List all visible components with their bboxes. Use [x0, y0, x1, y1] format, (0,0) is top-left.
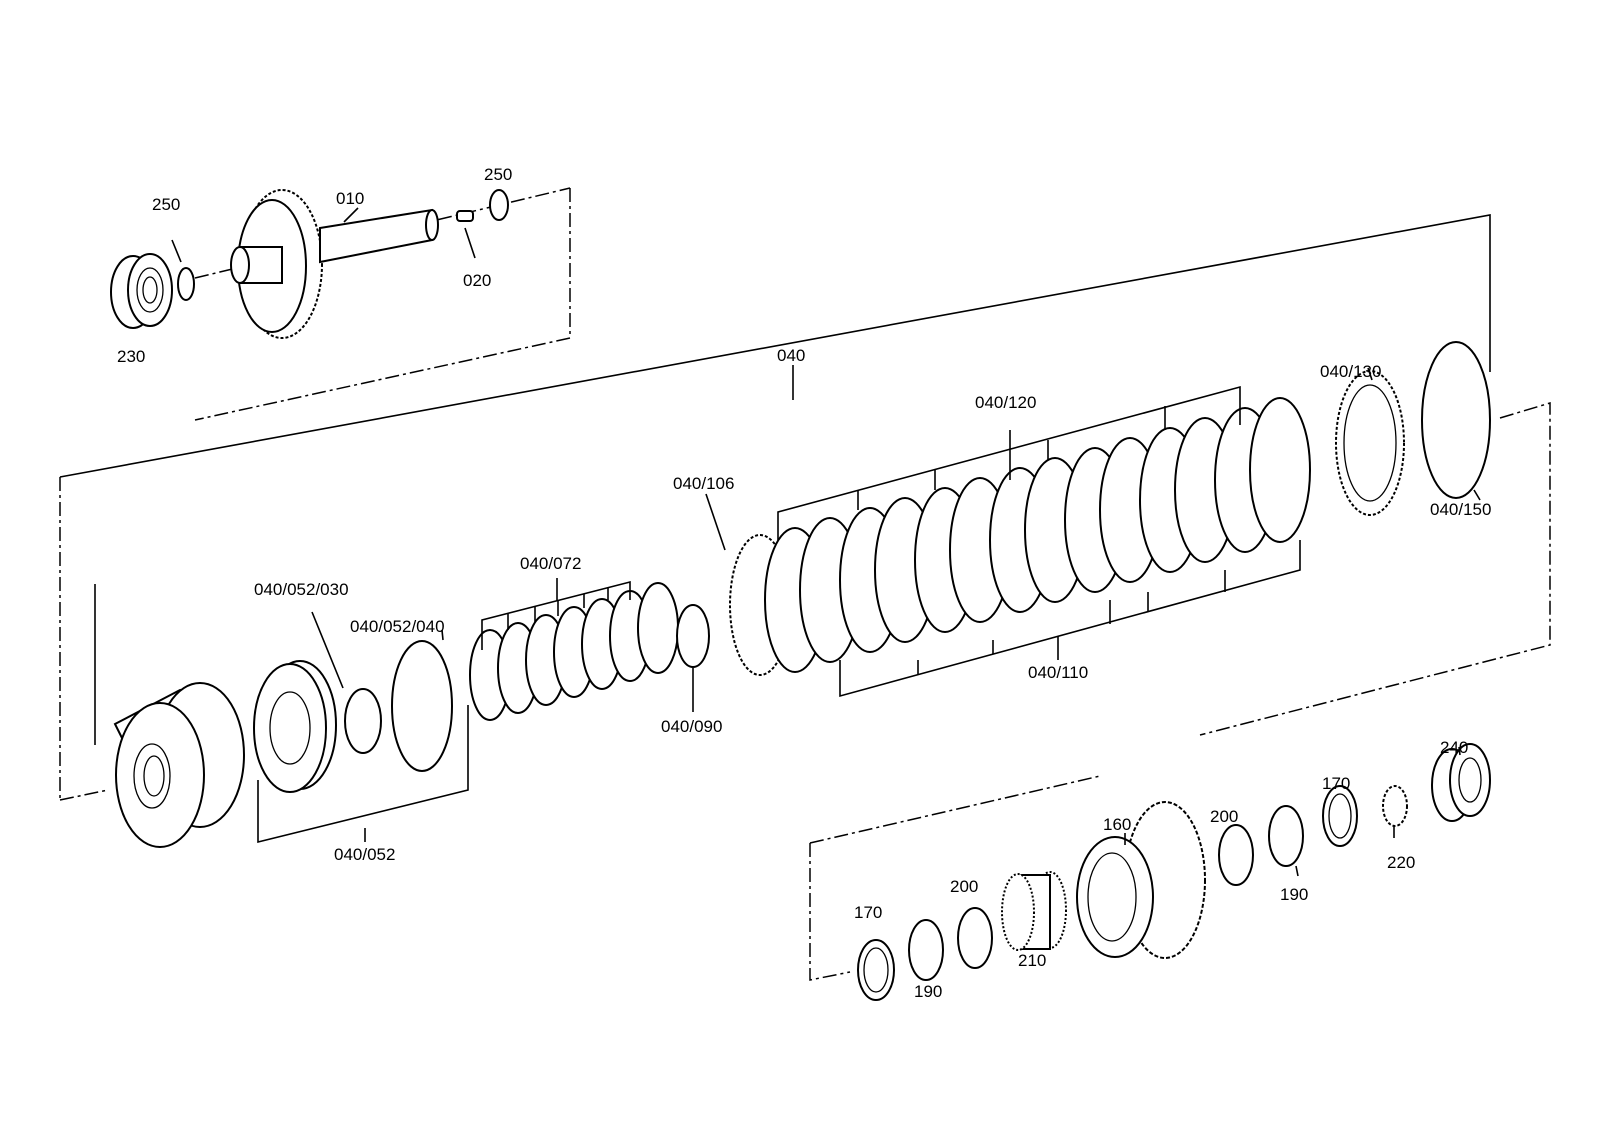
- label-040-150: 040/150: [1430, 500, 1491, 519]
- label-170-left: 170: [854, 903, 882, 922]
- pin-icon: [456, 210, 474, 222]
- snap-ring-icon: [1382, 785, 1408, 827]
- label-220: 220: [1387, 853, 1415, 872]
- washer-icon: [857, 939, 895, 1001]
- label-040-052: 040/052: [334, 845, 395, 864]
- label-170-right: 170: [1322, 774, 1350, 793]
- label-040-052-040: 040/052/040: [350, 617, 445, 636]
- washer-icon: [1218, 824, 1254, 886]
- o-ring-icon: [177, 267, 195, 301]
- group-frame-bottom: [809, 775, 1101, 981]
- label-160: 160: [1103, 815, 1131, 834]
- bearing-icon: [110, 253, 173, 329]
- label-210: 210: [1018, 951, 1046, 970]
- washer-icon: [957, 907, 993, 969]
- o-ring-icon: [344, 688, 382, 754]
- label-250-left: 250: [152, 195, 180, 214]
- label-040-052-030: 040/052/030: [254, 580, 349, 599]
- gear-shaft-icon: [230, 189, 439, 339]
- label-240: 240: [1440, 738, 1468, 757]
- needle-bearing-icon: [1001, 871, 1067, 951]
- label-010: 010: [336, 189, 364, 208]
- group-frame-040: [59, 214, 1551, 801]
- label-250-right: 250: [484, 165, 512, 184]
- snap-ring-icon: [676, 604, 710, 668]
- part-labels: 250 010 250 020 230 040 040/130 040/120 …: [117, 165, 1491, 1001]
- label-020: 020: [463, 271, 491, 290]
- label-040: 040: [777, 346, 805, 365]
- label-200-left: 200: [950, 877, 978, 896]
- o-ring-icon: [391, 640, 453, 772]
- bearing-icon: [1431, 743, 1491, 822]
- washer-icon: [908, 919, 944, 981]
- label-040-106: 040/106: [673, 474, 734, 493]
- label-040-110: 040/110: [1028, 663, 1088, 682]
- washer-icon: [1322, 785, 1358, 847]
- label-230: 230: [117, 347, 145, 366]
- label-200-right: 200: [1210, 807, 1238, 826]
- label-190-right: 190: [1280, 885, 1308, 904]
- label-190-left: 190: [914, 982, 942, 1001]
- clutch-disc-icon: [729, 370, 1405, 676]
- label-040-130: 040/130: [1320, 362, 1381, 381]
- group-frame-top: [194, 187, 571, 421]
- piston-icon: [253, 660, 337, 793]
- snap-ring-icon: [1421, 341, 1491, 499]
- helical-gear-icon: [1076, 801, 1206, 959]
- spring-icon: [469, 582, 679, 721]
- label-040-072: 040/072: [520, 554, 581, 573]
- o-ring-icon: [489, 189, 509, 221]
- label-040-120: 040/120: [975, 393, 1036, 412]
- washer-icon: [1268, 805, 1304, 867]
- label-040-090: 040/090: [661, 717, 722, 736]
- clutch-drum-icon: [113, 682, 245, 848]
